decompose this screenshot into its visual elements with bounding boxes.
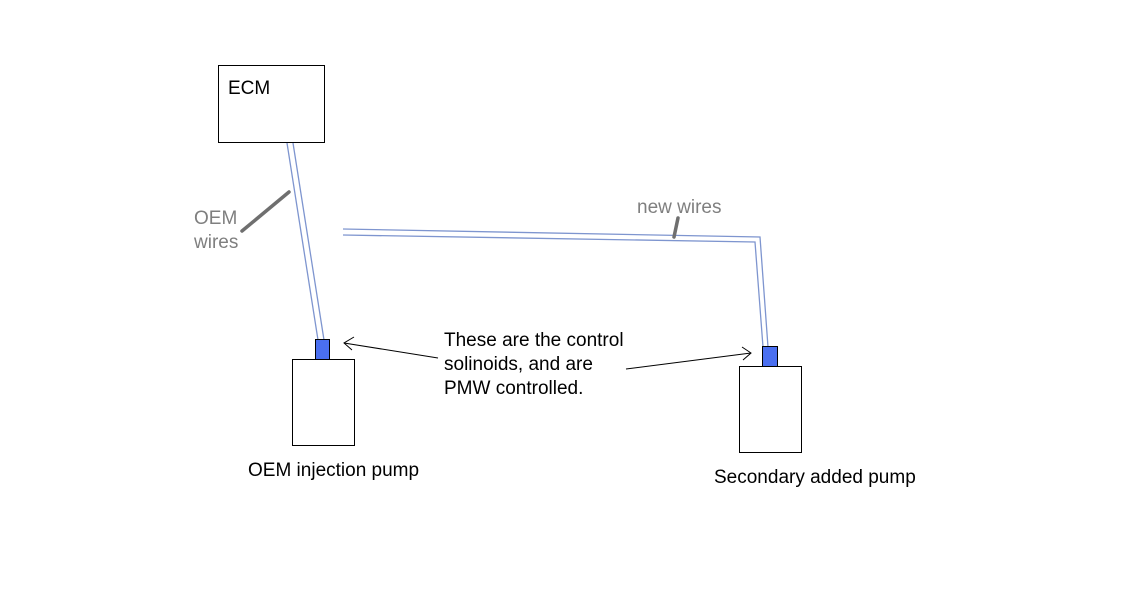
oem-pump-label: OEM injection pump — [248, 460, 420, 481]
secondary-added-pump — [739, 366, 802, 453]
new-wires-label: new wires — [637, 197, 722, 218]
oem-wires-leader — [240, 190, 291, 233]
secondary-pump-label: Secondary added pump — [714, 467, 916, 488]
arrow-to-oem-solenoid — [343, 336, 439, 359]
oem-injection-pump — [292, 359, 355, 446]
oem-solenoid — [315, 339, 330, 360]
ecm-label: ECM — [228, 78, 271, 99]
oem-wires-label-line1: OEM — [194, 208, 238, 229]
ecm-box: ECM — [218, 65, 325, 143]
new-wire — [342, 228, 769, 348]
annotation-line2: solinoids, and are — [444, 354, 593, 375]
annotation-line1: These are the control — [444, 330, 624, 351]
oem-wire — [286, 142, 325, 341]
annotation-line3: PMW controlled. — [444, 378, 584, 399]
arrow-to-secondary-solenoid — [625, 346, 752, 370]
oem-wires-label-line2: wires — [194, 232, 239, 253]
new-wires-leader — [672, 216, 680, 239]
secondary-solenoid — [762, 346, 778, 367]
